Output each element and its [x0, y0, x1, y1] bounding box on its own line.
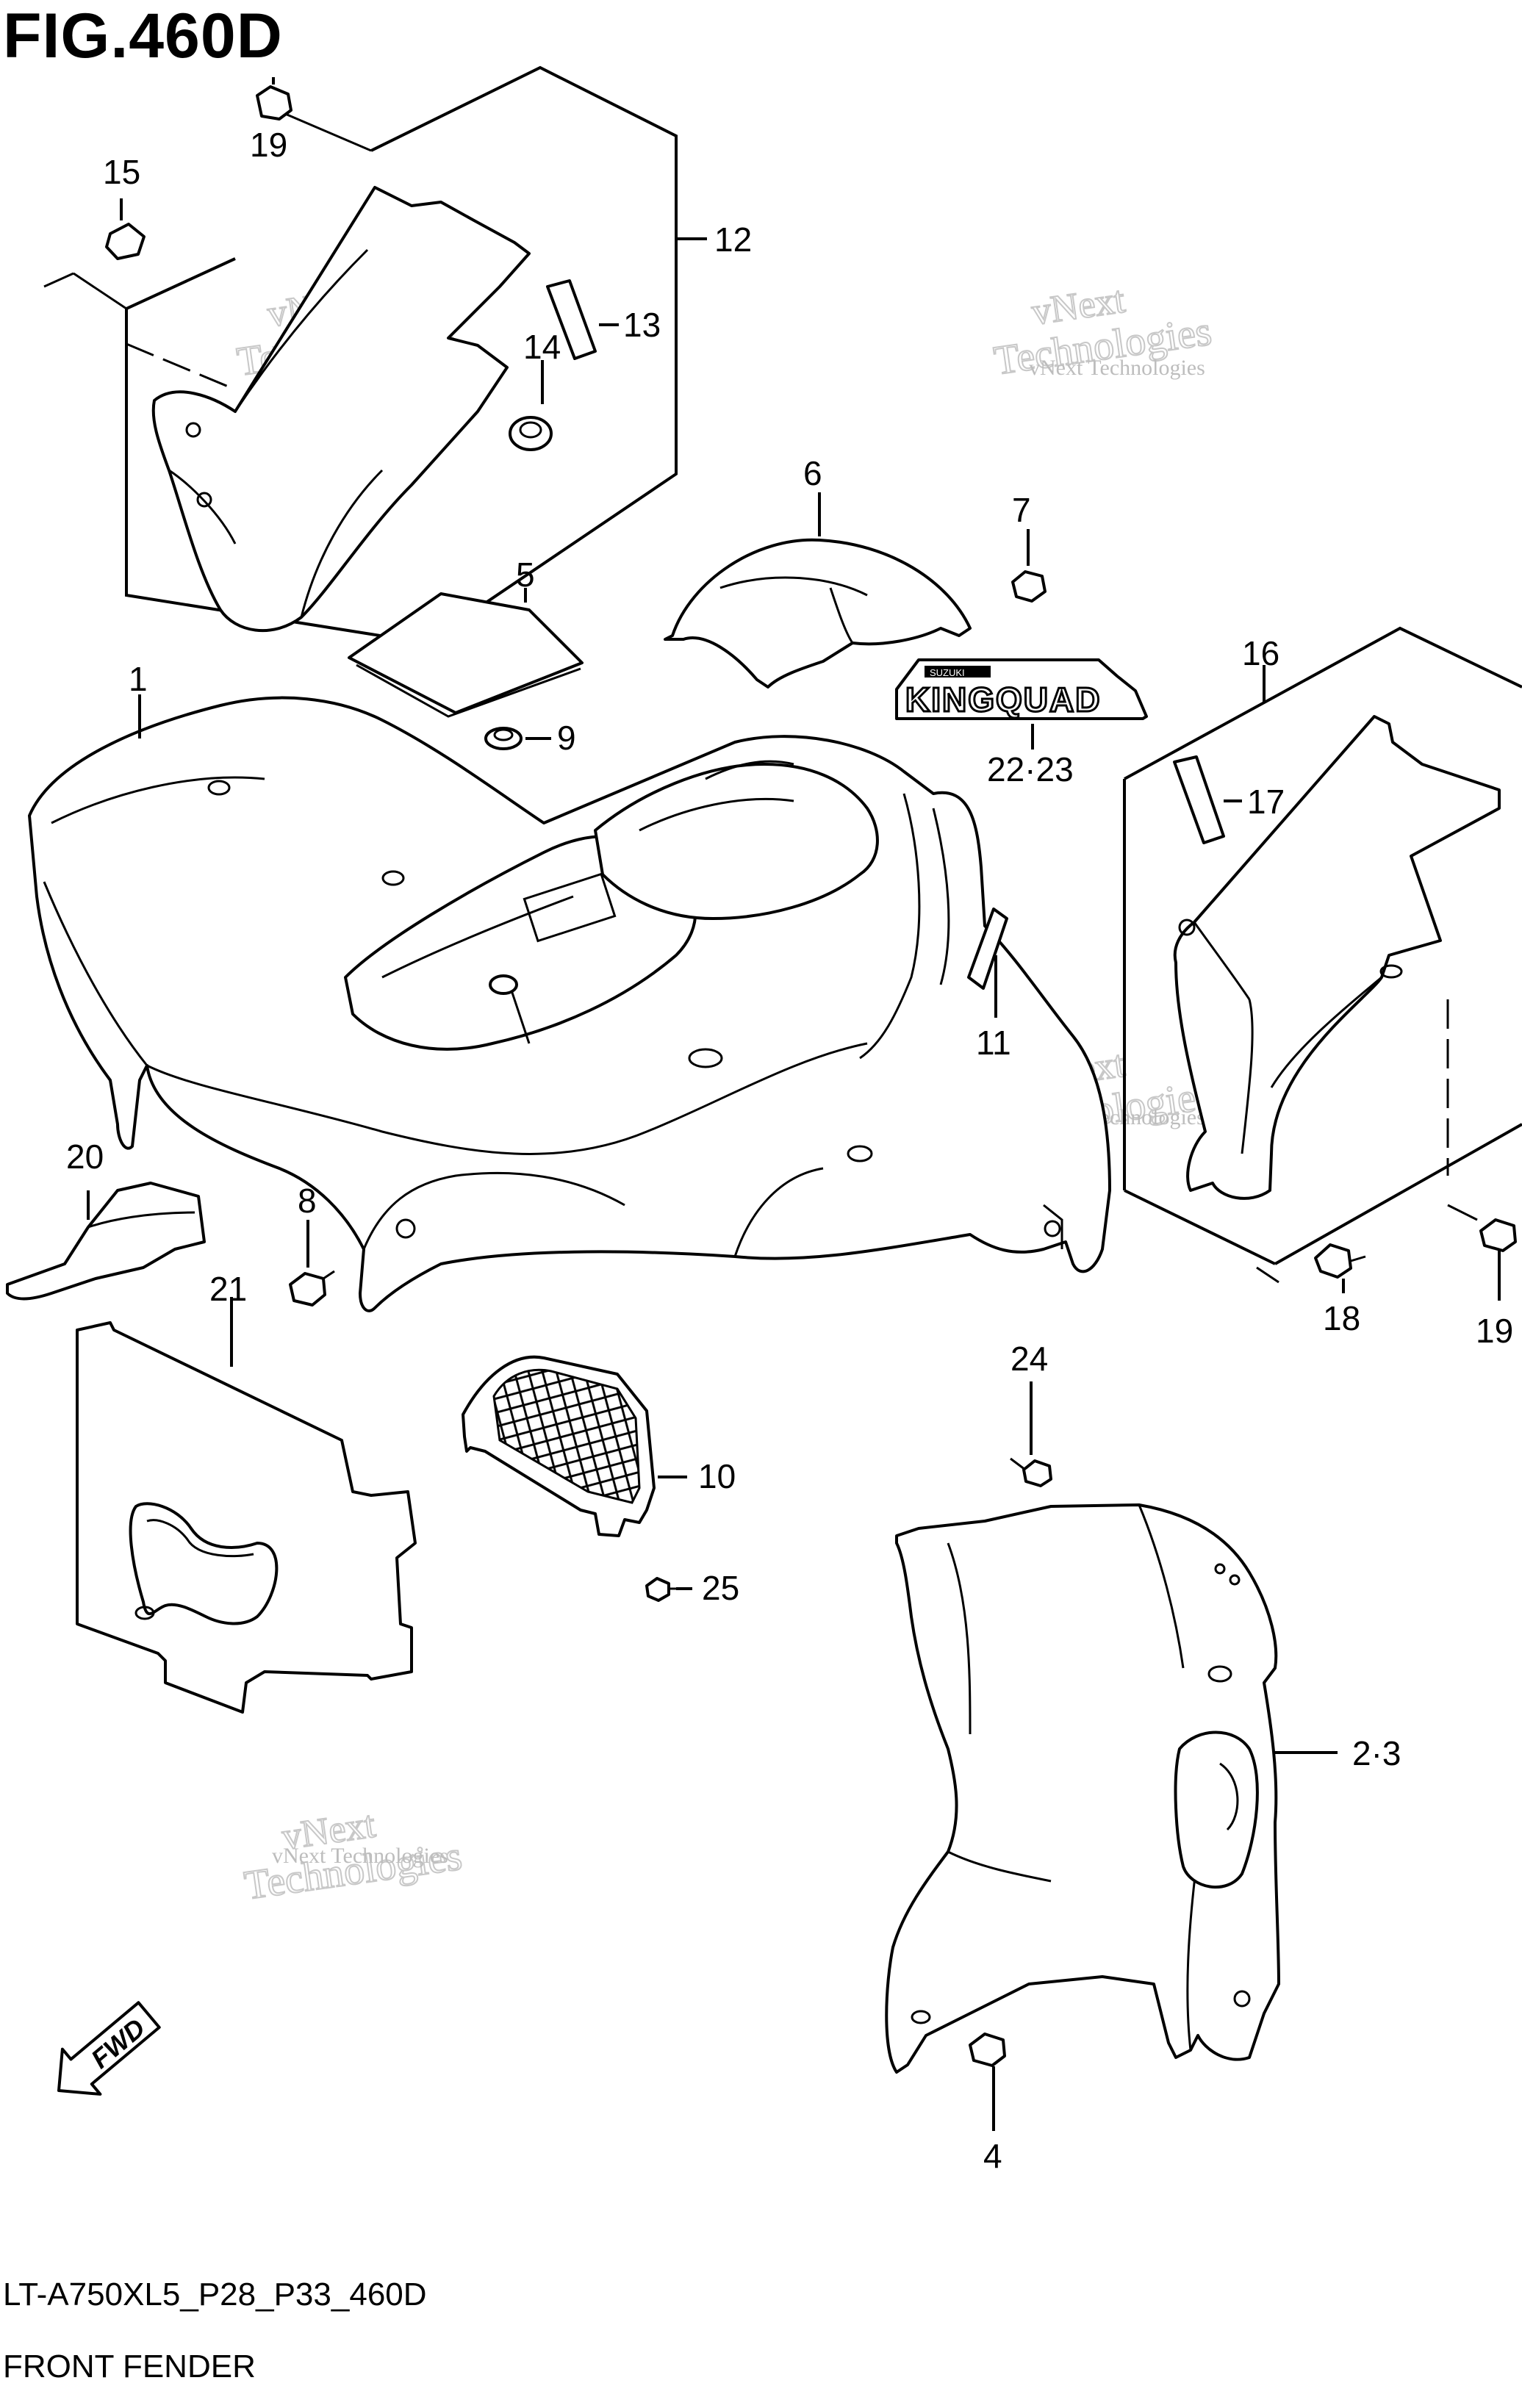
model-code: LT-A750XL5_P28_P33_460D: [3, 2276, 427, 2312]
part-15-clip: [105, 223, 146, 260]
part-8-bolt: [289, 1220, 335, 1307]
callout-6: 6: [803, 454, 822, 492]
callout-13: 13: [623, 306, 661, 344]
callout-12: 12: [714, 220, 752, 259]
left-inner-panel: [151, 186, 531, 633]
right-inner-panel-assembly-box: [1123, 626, 1522, 1301]
part-11-strip: [967, 908, 1008, 1018]
callout-8: 8: [298, 1182, 317, 1220]
left-inner-panel-assembly-box: [43, 65, 707, 645]
callout-25: 25: [702, 1569, 739, 1607]
part-17-strip: [1173, 755, 1225, 844]
fwd-arrow: FWD: [57, 2001, 161, 2096]
part-5-lid: [348, 588, 584, 718]
callout-19-top: 19: [250, 126, 287, 164]
part-19-clip-top: [256, 85, 292, 121]
part-10-grille: [462, 1355, 687, 1537]
part-2-3-mud-guard: [885, 1503, 1338, 2074]
callout-7: 7: [1012, 491, 1031, 529]
figure-title: FIG.460D: [3, 1, 283, 71]
part-18-clip: [1314, 1243, 1352, 1279]
part-24-screw: [1010, 1381, 1052, 1487]
decal-text: KINGQUAD: [905, 680, 1101, 719]
section-name: FRONT FENDER: [3, 2348, 256, 2384]
callout-15: 15: [103, 153, 140, 191]
right-inner-panel: [1173, 715, 1501, 1200]
callout-11: 11: [976, 1024, 1011, 1062]
callout-5: 5: [516, 556, 535, 594]
part-20-bracket: [6, 1182, 206, 1301]
callout-21: 21: [209, 1270, 247, 1308]
callout-18: 18: [1323, 1299, 1360, 1337]
part-6-cover: [664, 492, 972, 689]
part-9-grommet: [484, 727, 551, 750]
part-7-clip: [1011, 529, 1047, 603]
part-4-bolt: [969, 2033, 1006, 2131]
callout-20: 20: [66, 1137, 104, 1176]
callout-4: 4: [983, 2137, 1002, 2175]
callout-9: 9: [557, 719, 576, 757]
part-14-grommet: [509, 416, 553, 451]
decal-brand: SUZUKI: [930, 667, 965, 678]
kingquad-decal: KINGQUAD SUZUKI: [895, 658, 1148, 750]
callout-14: 14: [523, 328, 561, 366]
watermark-text: vNext Technologies: [272, 1844, 448, 1868]
callout-10: 10: [698, 1457, 736, 1495]
callout-1: 1: [129, 660, 148, 698]
callout-2-3: 2·3: [1352, 1734, 1401, 1772]
callout-19-right: 19: [1476, 1312, 1513, 1350]
main-front-fender: [28, 694, 1111, 1312]
watermark-text: vNext Technologies: [1029, 356, 1205, 380]
callout-24: 24: [1011, 1340, 1048, 1378]
callout-labels: 19 15 12 13 14 6 7 5 1 16 9 22·23 17 11 …: [66, 126, 1513, 2175]
part-21-panel: [76, 1297, 417, 1714]
part-13-strip: [546, 279, 597, 360]
callout-22-23: 22·23: [987, 750, 1074, 788]
callout-16: 16: [1242, 634, 1279, 672]
part-19-bolt-right: [1479, 1218, 1517, 1252]
part-25-screw: [645, 1577, 692, 1602]
callout-17: 17: [1247, 783, 1285, 821]
